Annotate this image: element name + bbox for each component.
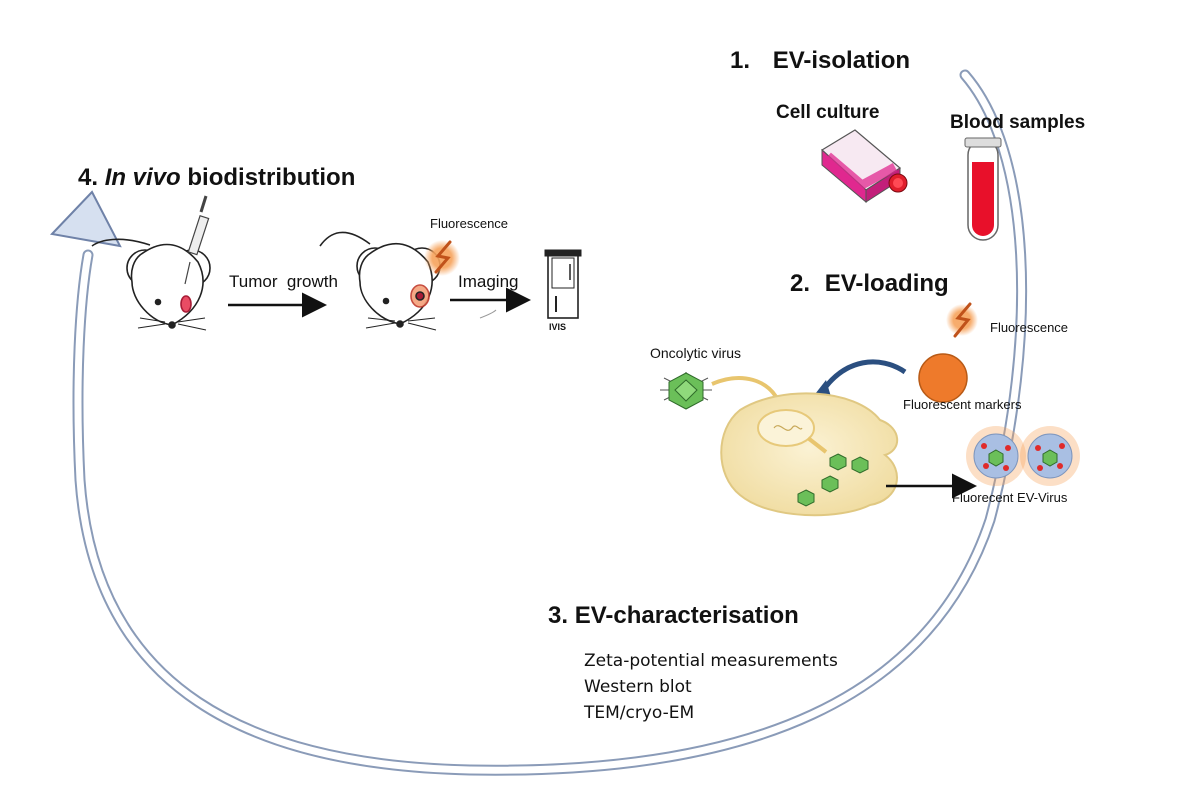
cycle-arrow-head — [49, 190, 122, 248]
characterisation-methods-list: Zeta-potential measurements Western blot… — [584, 648, 838, 726]
step-4-label-italic: In vivo — [104, 164, 181, 191]
tumor-growth-label: Tumor growth — [229, 272, 338, 291]
step-3-title: 3. EV-characterisation — [548, 602, 799, 630]
step-3-number: 3. — [548, 602, 569, 629]
method-zeta-potential: Zeta-potential measurements — [584, 651, 838, 671]
blood-samples-label: Blood samples — [950, 112, 1086, 133]
replicating-virus-group — [797, 453, 869, 507]
fluorescence-signal-icon — [424, 240, 460, 276]
method-tem-cryo-em: TEM/cryo-EM — [584, 703, 695, 723]
oncolytic-virus-label: Oncolytic virus — [650, 345, 742, 361]
ivis-imager-icon — [544, 249, 582, 319]
step-1-label: EV-isolation — [772, 47, 911, 74]
fluorescence-squiggle-icon — [946, 302, 978, 338]
biodistribution-fluorescence-label: Fluorescence — [430, 216, 509, 231]
step-2-title: 2. EV-loading — [790, 270, 949, 298]
loading-fluorescence-label: Fluorescence — [990, 320, 1069, 335]
step-1-number: 1. — [730, 47, 751, 74]
blood-tube-icon — [964, 137, 1002, 241]
fluorescent-markers-label: Fluorescent markers — [903, 397, 1022, 412]
method-western-blot: Western blot — [584, 677, 692, 697]
imaging-label: Imaging — [458, 272, 519, 291]
step-4-number: 4. — [78, 164, 99, 191]
fluorescent-ev-virus-label: Fluorecent EV-Virus — [952, 490, 1068, 505]
mouse-tumor-icon — [319, 231, 441, 331]
step-2-number: 2. — [790, 270, 811, 297]
cell-culture-label: Cell culture — [776, 102, 880, 123]
step-3-label: EV-characterisation — [574, 602, 799, 629]
marker-to-cell-arrow — [819, 359, 907, 394]
mouse-injection-icon — [91, 195, 211, 331]
imaging-decor-line — [479, 309, 497, 319]
cell-culture-flask-icon — [821, 129, 908, 204]
fluorescent-ev-virus-icon — [966, 426, 1080, 486]
cycle-arrow — [49, 69, 1028, 776]
ivis-label: IVIS — [549, 322, 567, 332]
step-1-title: 1. EV-isolation — [730, 47, 910, 75]
step-2-label: EV-loading — [824, 270, 949, 297]
step-4-title: 4. In vivo biodistribution — [78, 164, 355, 192]
host-cell-icon — [720, 392, 899, 517]
oncolytic-virus-icon — [660, 372, 712, 410]
step-4-label-rest: biodistribution — [180, 164, 356, 191]
fluorescent-marker-icon — [918, 353, 968, 403]
